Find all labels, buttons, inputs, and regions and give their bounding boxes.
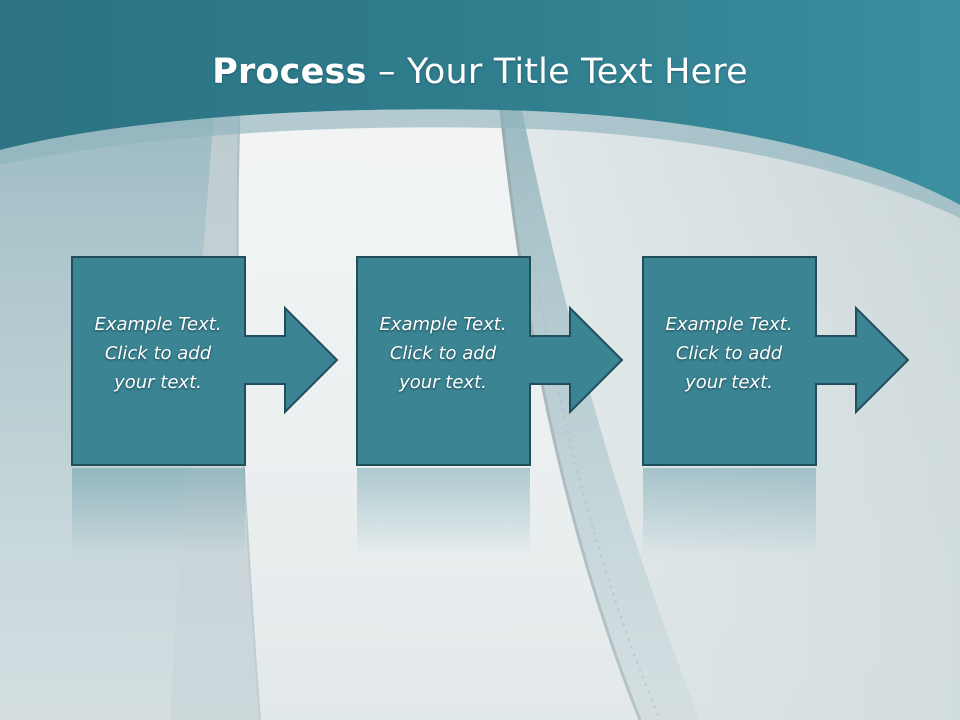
arrow-box-shape bbox=[71, 256, 339, 466]
step-reflection bbox=[72, 468, 245, 556]
title-rest: – Your Title Text Here bbox=[366, 52, 748, 92]
step-reflection bbox=[643, 468, 816, 556]
step-text: Example Text. Click to add your text. bbox=[379, 314, 507, 393]
step-reflection bbox=[357, 468, 530, 556]
step-text: Example Text. Click to add your text. bbox=[665, 314, 793, 393]
arrow-box-shape bbox=[356, 256, 624, 466]
slide-title: Process – Your Title Text Here bbox=[0, 52, 960, 92]
process-step-3[interactable]: Example Text. Click to add your text. bbox=[642, 256, 912, 466]
process-step-2[interactable]: Example Text. Click to add your text. bbox=[356, 256, 626, 466]
step-text: Example Text. Click to add your text. bbox=[94, 314, 222, 393]
arrow-box-shape bbox=[642, 256, 910, 466]
title-bold: Process bbox=[212, 52, 367, 92]
process-step-1[interactable]: Example Text. Click to add your text. bbox=[71, 256, 341, 466]
